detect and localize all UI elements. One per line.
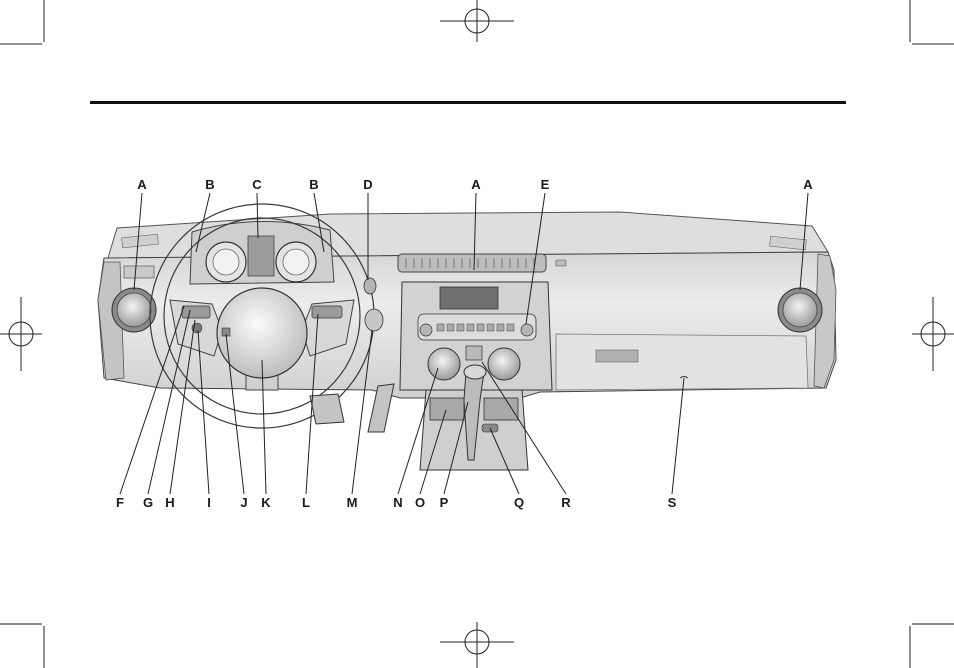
label-r: R [561,495,571,510]
label-top-c: C [252,177,262,192]
label-h: H [165,495,174,510]
registration-target-bottom [440,622,514,668]
label-q: Q [514,495,524,510]
wiper-stalk [364,278,376,294]
label-o: O [415,495,425,510]
label-top-a-3: A [803,177,813,192]
label-g: G [143,495,153,510]
ignition [365,309,383,331]
label-j: J [240,495,247,510]
label-l: L [302,495,310,510]
label-m: M [347,495,358,510]
glove-box [556,334,808,390]
label-top-b-2: B [309,177,318,192]
registration-target-left [0,297,42,371]
label-top-a-2: A [471,177,481,192]
registration-target-top [440,0,514,42]
top-labels: A B C B D A E A [137,177,813,192]
label-n: N [393,495,402,510]
climate-controls-right [484,398,518,420]
navigation-display [440,287,498,309]
label-s: S [668,495,677,510]
label-p: P [440,495,449,510]
label-top-e: E [541,177,550,192]
pedals [310,384,394,432]
bottom-labels: F G H I J K L M N O P Q R S [116,495,677,510]
instrument-cluster [190,221,334,284]
glove-box-emblem [596,350,638,362]
label-top-a-1: A [137,177,147,192]
air-vent-left [112,288,156,332]
label-top-b-1: B [205,177,214,192]
header-rule [90,101,846,104]
air-vent-right [778,288,822,332]
label-f: F [116,495,124,510]
side-window-defog-left [124,266,154,278]
label-k: K [261,495,271,510]
label-i: I [207,495,211,510]
climate-controls-left [430,398,464,420]
dashboard-illustration [98,204,836,470]
label-top-d: D [363,177,372,192]
defrost-grille [398,254,546,272]
registration-target-right [912,297,954,371]
